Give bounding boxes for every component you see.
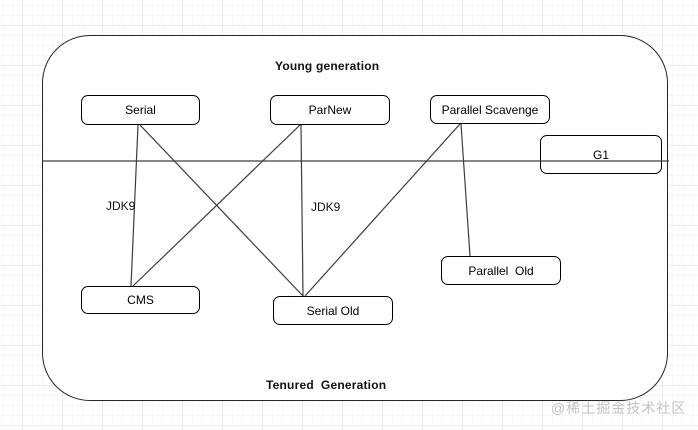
node-g1: G1 [540,135,662,174]
node-serial: Serial [81,95,200,125]
juejin-watermark: @稀土掘金技术社区 [551,400,687,416]
annotation-jdk9-left: JDK9 [106,199,136,213]
generations-container [42,35,668,401]
node-g1-label: G1 [592,147,609,162]
node-parallel-scavenge-label: Parallel Scavenge [441,102,539,117]
node-parallel-old: Parallel Old [441,256,561,285]
annotation-jdk9-right: JDK9 [311,200,341,214]
node-parnew: ParNew [270,95,390,125]
node-serial-old: Serial Old [273,296,393,325]
node-parallel-old-label: Parallel Old [468,263,534,278]
node-parnew-label: ParNew [308,103,352,117]
young-generation-title: Young generation [275,59,380,73]
node-serial-old-label: Serial Old [306,303,360,318]
node-parallel-scavenge: Parallel Scavenge [430,95,550,124]
tenured-generation-title: Tenured Generation [266,378,387,392]
node-cms: CMS [81,286,200,314]
node-cms-label: CMS [127,293,154,307]
node-serial-label: Serial [125,103,156,117]
